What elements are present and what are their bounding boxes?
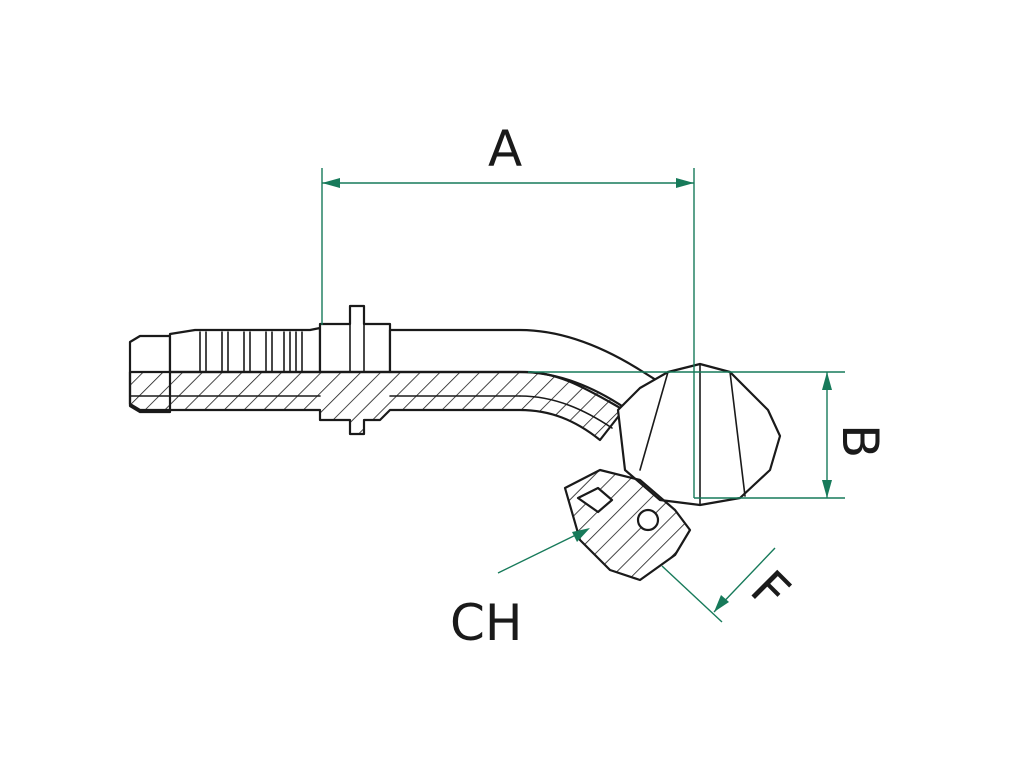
dim-f-arrow	[714, 595, 729, 612]
ch-leader-arrow	[572, 528, 590, 542]
dimension-b: B	[528, 371, 889, 499]
seal-o-ring	[636, 508, 660, 532]
ch-label: CH	[450, 594, 523, 652]
dim-a-arrow-left	[322, 178, 340, 188]
section-lower-half	[128, 370, 627, 442]
dim-b-arrow-top	[822, 372, 832, 390]
ferrule-collar	[318, 304, 392, 374]
dimension-a: A	[321, 120, 695, 498]
nut-inner-bore	[576, 486, 614, 514]
barb-rings	[199, 331, 303, 373]
dim-a-arrow-right	[676, 178, 694, 188]
dim-f-label: F	[740, 559, 801, 620]
dim-b-label: B	[831, 424, 889, 458]
ch-leader-line	[497, 529, 587, 574]
dim-f-extension	[661, 565, 723, 623]
barbed-shank	[168, 326, 322, 374]
dimension-ch: CH	[450, 528, 590, 652]
dim-a-label: A	[488, 120, 522, 178]
dim-b-arrow-bottom	[822, 480, 832, 498]
dimension-f: F	[661, 547, 801, 623]
fitting-body	[128, 304, 782, 582]
